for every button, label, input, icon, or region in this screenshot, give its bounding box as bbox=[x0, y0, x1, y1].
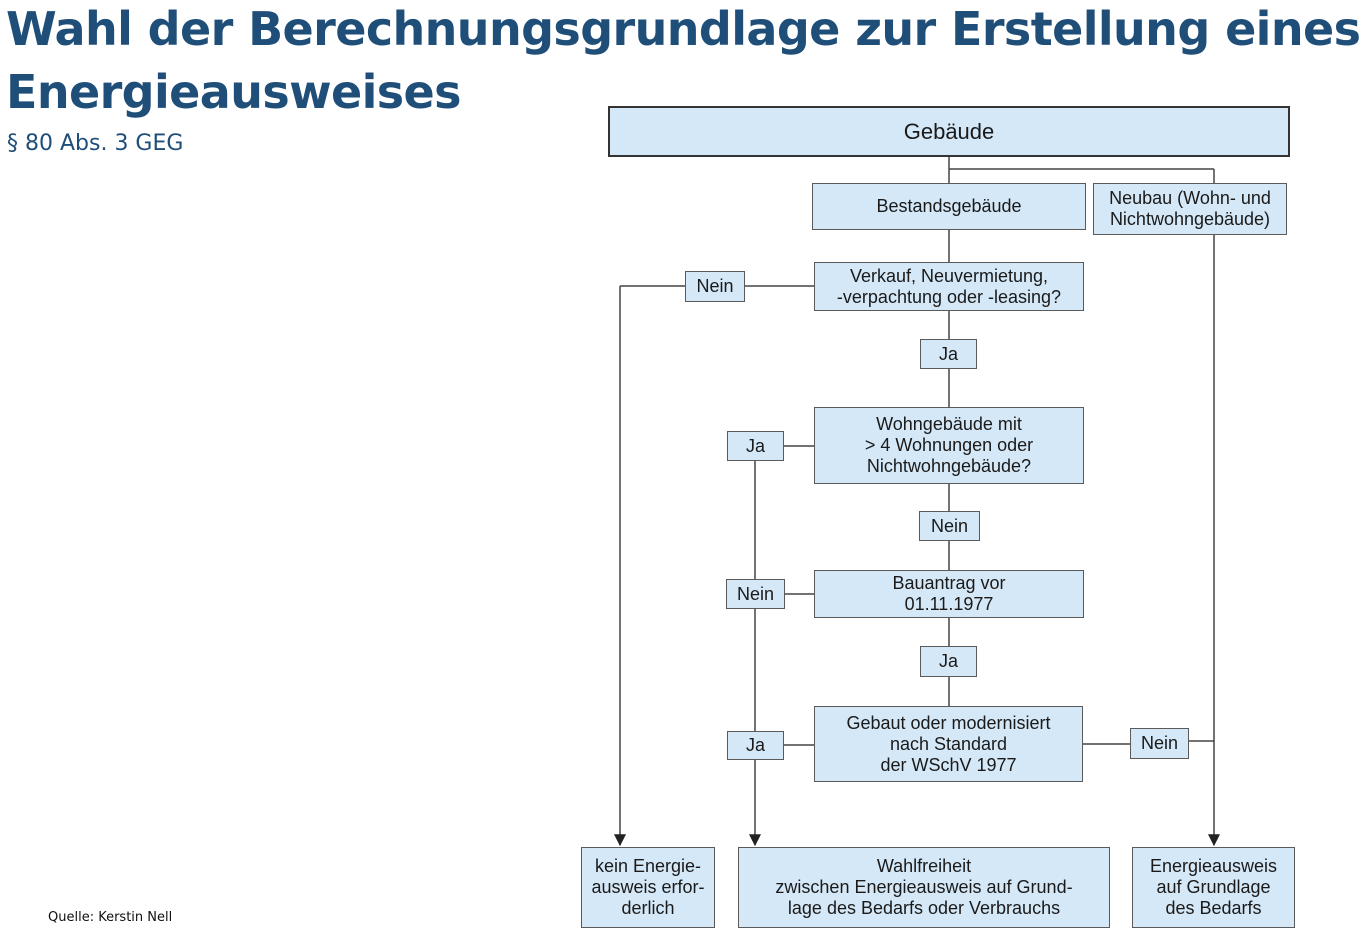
label-standard-yes: Ja bbox=[727, 731, 784, 760]
question-permit-date: Bauantrag vor 01.11.1977 bbox=[814, 570, 1084, 618]
page-title-line-1: Wahl der Berechnungsgrundlage zur Erstel… bbox=[6, 2, 1361, 56]
question-insulation-standard: Gebaut oder modernisiert nach Standard d… bbox=[814, 706, 1083, 782]
outcome-demand-certificate: Energieausweis auf Grundlage des Bedarfs bbox=[1132, 847, 1295, 928]
page-title: Wahl der Berechnungsgrundlage zur Erstel… bbox=[6, 0, 1361, 124]
label-type-no: Nein bbox=[919, 511, 980, 541]
outcome-free-choice: Wahlfreiheit zwischen Energieausweis auf… bbox=[738, 847, 1110, 928]
outcome-no-certificate: kein Energie- ausweis erfor- derlich bbox=[581, 847, 715, 928]
label-standard-no: Nein bbox=[1130, 728, 1189, 759]
node-existing-building: Bestandsgebäude bbox=[812, 183, 1086, 230]
node-building: Gebäude bbox=[608, 106, 1290, 157]
question-building-type: Wohngebäude mit > 4 Wohnungen oder Nicht… bbox=[814, 407, 1084, 484]
label-sale-no: Nein bbox=[685, 271, 745, 302]
label-permit-yes: Ja bbox=[920, 646, 977, 677]
page-title-line-2: Energieausweises bbox=[6, 65, 462, 119]
label-type-yes: Ja bbox=[727, 431, 784, 461]
label-sale-yes: Ja bbox=[920, 339, 977, 369]
legal-reference: § 80 Abs. 3 GEG bbox=[7, 131, 184, 156]
question-sale-rental: Verkauf, Neuvermietung, -verpachtung ode… bbox=[814, 262, 1084, 311]
source-credit: Quelle: Kerstin Nell bbox=[48, 910, 173, 925]
label-permit-no: Nein bbox=[726, 579, 785, 609]
node-new-building: Neubau (Wohn- und Nichtwohngebäude) bbox=[1093, 183, 1287, 235]
